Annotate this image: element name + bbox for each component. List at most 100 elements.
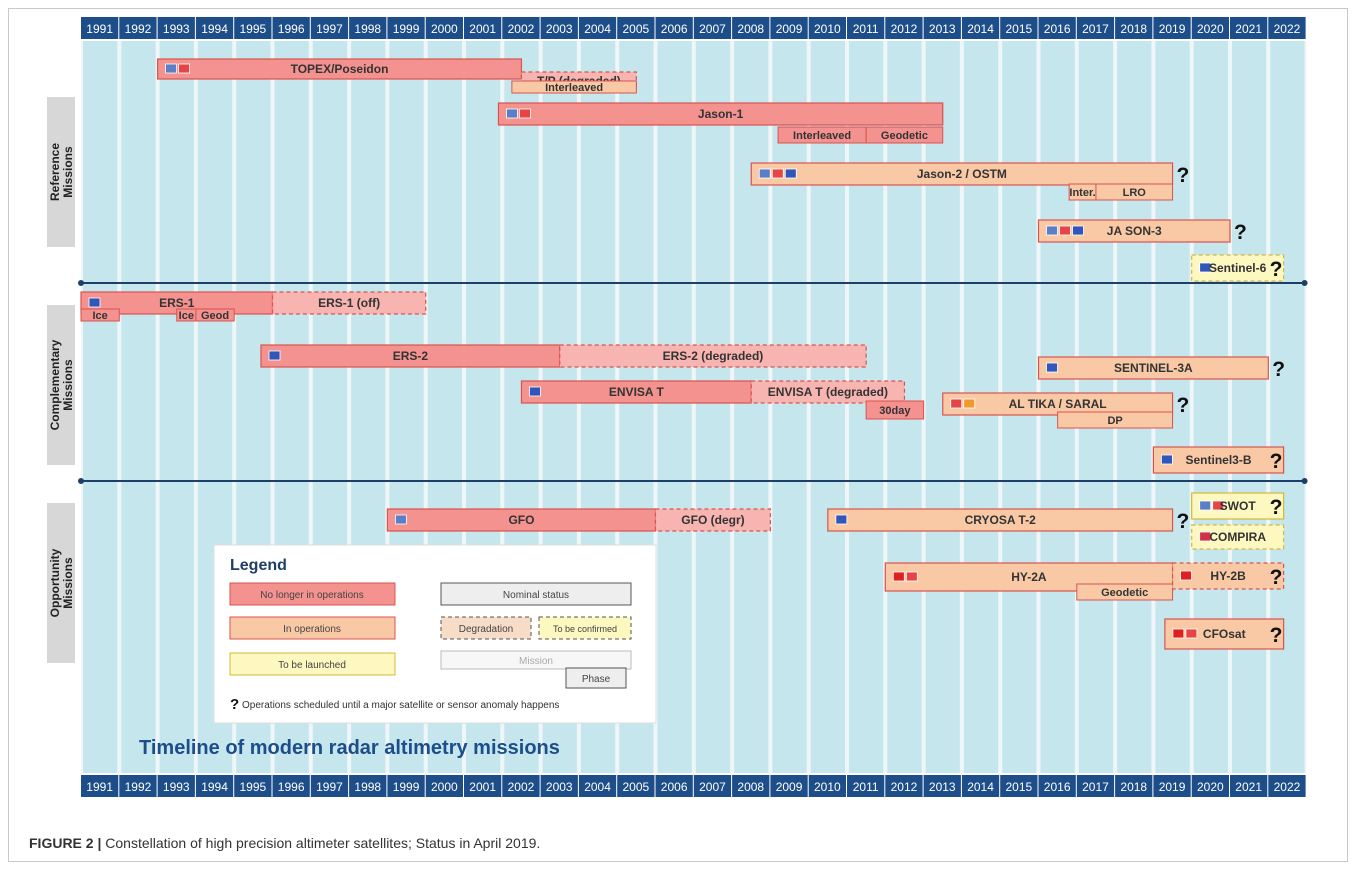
flag-icon	[519, 108, 531, 119]
flag-icon	[529, 386, 541, 397]
year-label-top: 2011	[853, 22, 879, 36]
year-label-top: 2018	[1120, 22, 1147, 36]
mission-bar	[271, 291, 427, 315]
year-label-top: 2020	[1197, 22, 1224, 36]
mission-label: HY-2B	[1210, 569, 1246, 583]
year-label-bottom: 2015	[1005, 780, 1032, 794]
year-label-top: 2004	[584, 22, 611, 36]
legend-tbc-swatch	[538, 616, 632, 640]
year-header-bottom	[578, 775, 617, 797]
group-label-line: Opportunity	[48, 548, 62, 617]
mission-bar	[1152, 446, 1285, 474]
mission-bar	[654, 508, 772, 532]
flag-icon	[1072, 225, 1084, 236]
mission-label: Ice	[93, 310, 108, 322]
mission-label: DP	[1107, 415, 1122, 427]
flag-icon	[394, 514, 407, 525]
group-label-line: Missions	[61, 557, 75, 609]
year-header-top	[1153, 17, 1191, 39]
year-label-bottom: 2003	[546, 780, 573, 794]
mission-bar	[750, 380, 906, 404]
legend-to-launch-label: To be launched	[278, 660, 346, 671]
year-label-bottom: 2021	[1235, 780, 1262, 794]
mission-bar	[865, 400, 925, 420]
year-label-bottom: 1997	[316, 780, 343, 794]
year-header-top	[961, 17, 1000, 39]
year-header-top	[655, 17, 693, 39]
year-label-bottom: 1991	[86, 780, 113, 794]
year-column	[1232, 41, 1267, 773]
year-header-bottom	[617, 775, 655, 797]
year-label-top: 2006	[661, 22, 688, 36]
year-header-top	[464, 17, 502, 39]
year-header-top	[81, 17, 119, 39]
year-header-top	[540, 17, 578, 39]
year-label-bottom: 2022	[1274, 780, 1301, 794]
year-label-bottom: 2013	[929, 780, 956, 794]
mission-label: 30day	[879, 405, 911, 417]
flag-icon	[963, 398, 976, 409]
year-header-top	[234, 17, 272, 39]
year-label-bottom: 2005	[622, 780, 649, 794]
operations-question-mark: ?	[1177, 394, 1190, 417]
operations-question-mark: ?	[1270, 624, 1283, 647]
legend-tbc-label: To be confirmed	[553, 624, 617, 634]
year-label-top: 2009	[776, 22, 803, 36]
year-label-top: 2021	[1235, 22, 1262, 36]
operations-question-mark: ?	[1177, 164, 1190, 187]
year-label-top: 1998	[354, 22, 381, 36]
year-label-bottom: 1998	[354, 780, 381, 794]
mission-bar	[80, 308, 120, 322]
year-label-bottom: 2002	[508, 780, 535, 794]
year-header-top	[1115, 17, 1153, 39]
mission-label: LRO	[1123, 187, 1147, 199]
mission-label: Geodetic	[881, 130, 928, 142]
year-header-top	[1268, 17, 1306, 39]
mission-bar	[865, 126, 944, 144]
year-header-top	[387, 17, 425, 39]
year-label-bottom: 2004	[584, 780, 611, 794]
year-header-bottom	[234, 775, 272, 797]
legend-title: Legend	[230, 557, 287, 574]
year-column	[657, 41, 692, 773]
year-label-bottom: 2014	[967, 780, 994, 794]
flag-icon	[1185, 628, 1198, 639]
year-header-bottom	[195, 775, 234, 797]
year-label-top: 1997	[316, 22, 343, 36]
year-label-top: 1999	[393, 22, 420, 36]
legend-phase-label: Phase	[582, 674, 611, 685]
year-header-bottom	[1038, 775, 1076, 797]
flag-icon	[165, 63, 178, 74]
year-header-bottom	[157, 775, 195, 797]
flag-icon	[1059, 225, 1071, 236]
mission-label: GFO (degr)	[681, 513, 744, 527]
year-header-top	[1076, 17, 1115, 39]
flag-icon	[892, 571, 905, 582]
mission-bar	[827, 508, 1174, 532]
year-header-top	[1191, 17, 1229, 39]
mission-label: Inter.	[1069, 187, 1095, 199]
group-label-line: Missions	[61, 146, 75, 198]
year-header-bottom	[81, 775, 119, 797]
mission-label: SWOT	[1220, 499, 1257, 513]
year-label-bottom: 2018	[1120, 780, 1147, 794]
year-label-top: 1991	[86, 22, 113, 36]
year-label-bottom: 2008	[737, 780, 764, 794]
year-label-top: 2005	[622, 22, 649, 36]
flag-icon	[1046, 225, 1058, 236]
legend-note: Operations scheduled until a major satel…	[242, 700, 559, 711]
year-header-bottom	[1153, 775, 1191, 797]
year-header-top	[272, 17, 310, 39]
year-header-top	[693, 17, 732, 39]
group-label-line: Missions	[61, 359, 75, 411]
year-header-top	[310, 17, 349, 39]
flag-icon	[758, 168, 771, 179]
mission-label: Geodetic	[1101, 587, 1148, 599]
year-label-top: 2013	[929, 22, 956, 36]
mission-label: JA SON-3	[1107, 224, 1162, 238]
year-label-top: 2002	[508, 22, 535, 36]
year-header-top	[502, 17, 540, 39]
year-label-top: 2012	[891, 22, 918, 36]
year-header-bottom	[1268, 775, 1306, 797]
